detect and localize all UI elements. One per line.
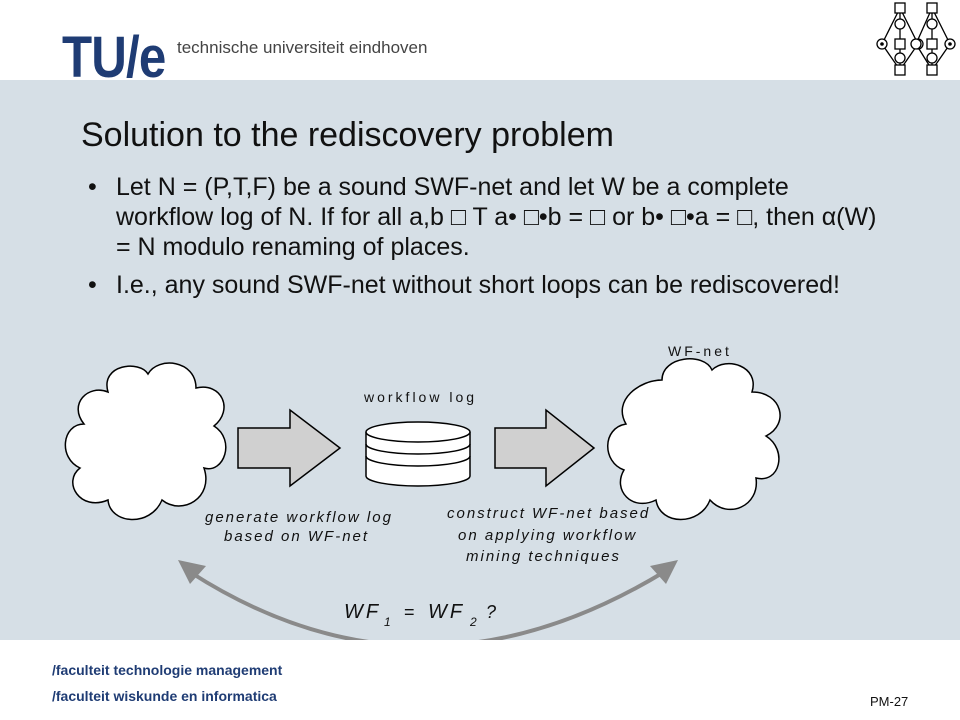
petri-net-icon: [876, 2, 956, 76]
equation-sub1: 1: [384, 615, 391, 629]
left-cloud-shape: [64, 362, 227, 521]
construct-label-line2: on applying workflow: [458, 527, 637, 544]
bullet-list: • Let N = (P,T,F) be a sound SWF-net and…: [88, 172, 878, 308]
footer-faculty-1: /faculteit technologie management: [52, 662, 283, 678]
construct-label-line3: mining techniques: [466, 548, 621, 565]
workflow-log-database-shape: [365, 421, 471, 487]
right-cloud-shape: [607, 358, 781, 521]
rediscovery-diagram: WF-net workflow log generate workflow lo…: [64, 343, 781, 640]
bullet-item: • I.e., any sound SWF-net without short …: [88, 270, 878, 300]
bullet-text: Let N = (P,T,F) be a sound SWF-net and l…: [116, 173, 877, 261]
equation-wf1: WF: [344, 601, 381, 623]
equation-question: ?: [486, 602, 496, 622]
generate-label-line2: based on WF-net: [224, 528, 369, 545]
construct-arrow-shape: [494, 408, 596, 488]
bullet-text: I.e., any sound SWF-net without short lo…: [116, 271, 840, 299]
footer-faculty-2: /faculteit wiskunde en informatica: [52, 688, 277, 704]
equation: WF 1 = WF 2 ?: [344, 601, 496, 629]
equation-wf2: WF: [428, 601, 465, 623]
generate-arrow-shape: [237, 408, 342, 488]
wf-net-label: WF-net: [668, 343, 732, 359]
equation-sub2: 2: [469, 615, 477, 629]
footer-background: [0, 640, 960, 720]
bullet-dot: •: [88, 271, 97, 299]
slide-title: Solution to the rediscovery problem: [81, 116, 614, 154]
workflow-log-label: workflow log: [363, 389, 477, 405]
comparison-arc: [188, 570, 666, 640]
slide-background: [0, 80, 960, 640]
construct-label-line1: construct WF-net based: [447, 505, 650, 522]
equation-equals: =: [404, 602, 415, 622]
tue-logo: TU/e: [62, 25, 166, 90]
bullet-item: • Let N = (P,T,F) be a sound SWF-net and…: [88, 172, 878, 262]
arc-left-arrowhead: [178, 560, 206, 584]
generate-label-line1: generate workflow log: [205, 509, 393, 526]
arc-right-arrowhead: [650, 560, 678, 584]
university-tagline: technische universiteit eindhoven: [177, 38, 428, 57]
page-number: PM-27: [870, 694, 909, 709]
bullet-dot: •: [88, 173, 97, 201]
